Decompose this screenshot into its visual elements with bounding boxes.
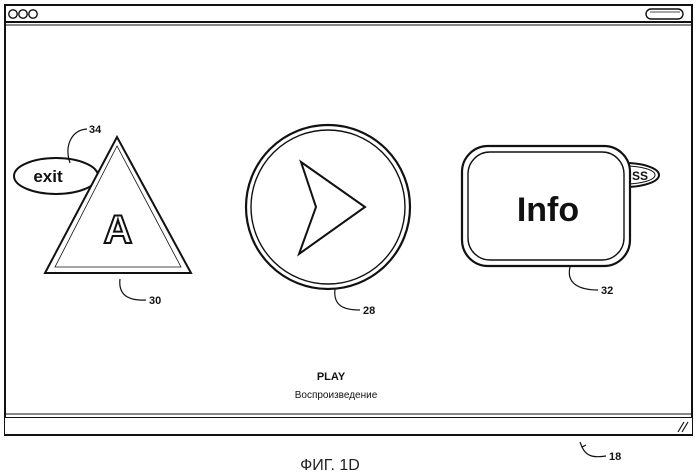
focus-title: PLAY — [317, 371, 346, 383]
hidden-oval-label: SS — [632, 169, 648, 183]
window-maximize-button[interactable] — [29, 10, 37, 18]
figure-caption: ФИГ. 1D — [300, 457, 360, 474]
info-button-label: Info — [517, 191, 579, 229]
ref-18: 18 — [609, 451, 621, 463]
window-resize-control[interactable] — [646, 9, 683, 19]
ref-28: 28 — [363, 305, 375, 317]
window-minimize-button[interactable] — [19, 10, 27, 18]
info-button[interactable]: Info — [462, 146, 630, 266]
ref-34: 34 — [89, 124, 102, 136]
window-close-button[interactable] — [9, 10, 17, 18]
status-bar — [5, 414, 692, 435]
ref-32: 32 — [601, 285, 613, 297]
exit-button[interactable]: exit — [14, 158, 98, 194]
triangle-letter: A — [104, 208, 133, 252]
play-button[interactable] — [246, 125, 410, 289]
focus-subtitle: Воспроизведение — [295, 390, 378, 401]
exit-button-label: exit — [33, 167, 63, 186]
ref-30: 30 — [149, 295, 161, 307]
